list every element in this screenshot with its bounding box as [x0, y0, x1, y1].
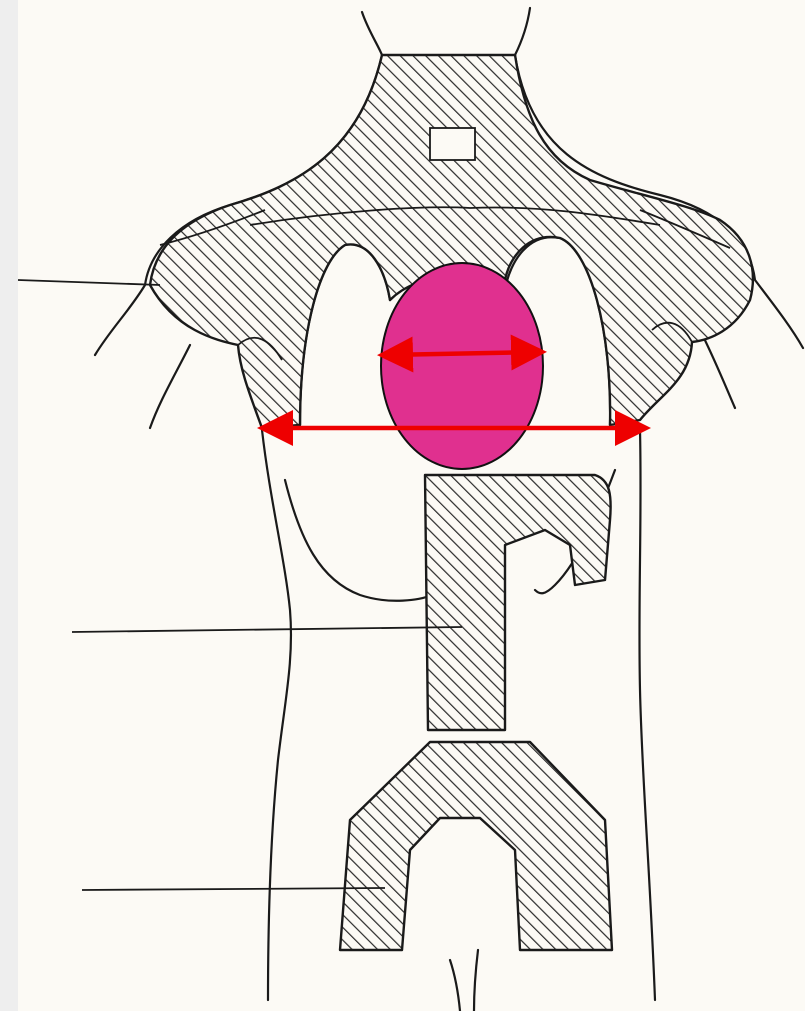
heart-width-arrow [386, 352, 538, 355]
heart-ellipse [381, 263, 543, 469]
throat-notch-box [430, 128, 475, 160]
left-margin-strip [0, 0, 18, 1011]
